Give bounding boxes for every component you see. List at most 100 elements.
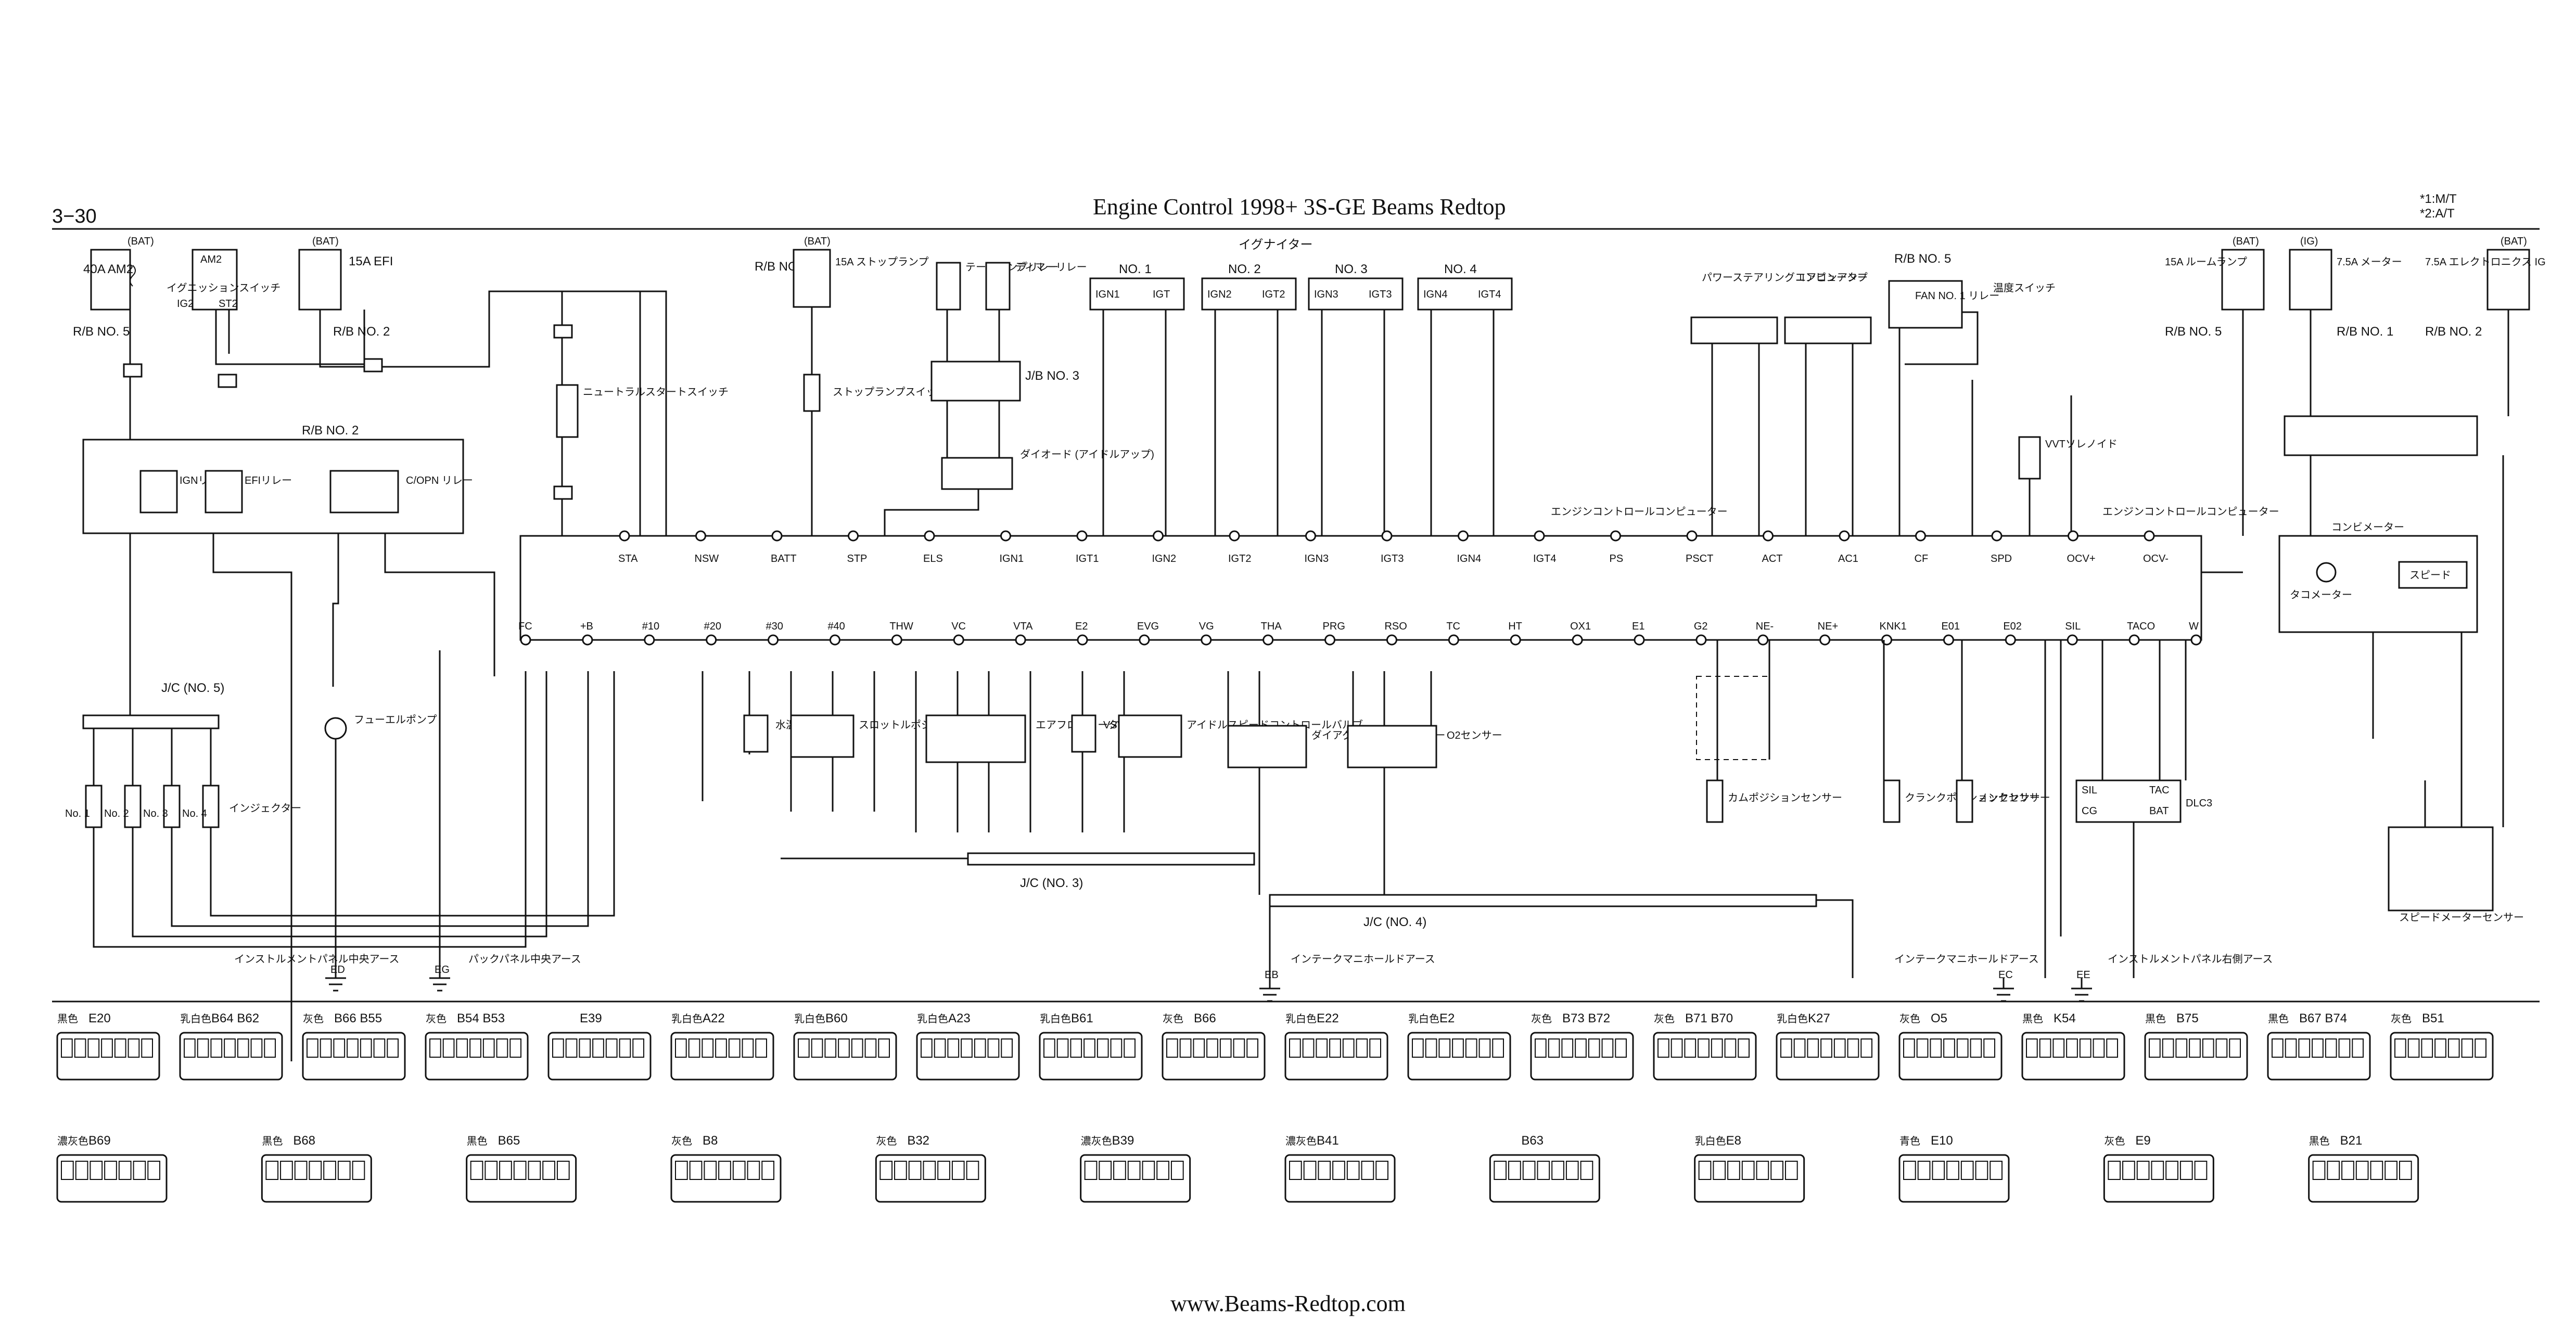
ecu-bottom-pin-label: THA: [1261, 621, 1282, 632]
am2-fuse-box: [90, 249, 131, 311]
connector-cavity: [2229, 1038, 2241, 1058]
ecu-bottom-pin-label: THW: [889, 621, 913, 632]
connector-cavity: [689, 1161, 703, 1180]
connector-id: B61: [1071, 1011, 1093, 1025]
ig-switch-term-st2: ST2: [219, 298, 238, 310]
ecu-top-pin: [1153, 530, 1164, 542]
connector-cavity: [1727, 1161, 1740, 1180]
connector-cavity: [373, 1038, 386, 1058]
connector-cavity: [619, 1038, 631, 1058]
wire-relay-out: [129, 533, 339, 1061]
connector-cavity: [2272, 1038, 2284, 1058]
ac-amp-box: [1784, 316, 1872, 344]
ecu-bottom-pin-label: E02: [2003, 621, 2022, 632]
connector-cavity: [1793, 1038, 1806, 1058]
connector-cavity: [264, 1038, 276, 1058]
connector-body: [670, 1032, 774, 1081]
connector-cavity: [1099, 1161, 1112, 1180]
connector-cavity: [184, 1038, 196, 1058]
connector-view: E39: [547, 1011, 652, 1081]
ground-eg-id: EG: [435, 964, 450, 976]
ecu-bottom-pin: [953, 634, 964, 646]
connector-cavity: [1833, 1038, 1846, 1058]
ecu-top-pin-label: ELS: [923, 553, 943, 564]
dlc3-label: DLC3: [2186, 798, 2212, 809]
injector-4: [202, 785, 220, 828]
ecu-top-pin-label: STA: [618, 553, 638, 564]
connector-cavity: [1233, 1038, 1245, 1058]
conn-ba1: [553, 324, 573, 339]
connector-cavity: [1316, 1038, 1328, 1058]
ground-eb-id: EB: [1265, 969, 1279, 981]
connector-cavity: [1960, 1161, 1974, 1180]
connector-id: B73 B72: [1562, 1011, 1610, 1025]
ecu-top-pin-label: IGN4: [1457, 553, 1482, 564]
connector-cavity: [280, 1161, 293, 1180]
igniter-2-pin-a: IGN2: [1207, 289, 1232, 300]
igniter-3-name: NO. 3: [1335, 262, 1368, 276]
connector-cavity: [1494, 1161, 1507, 1180]
connector-cavity: [2215, 1038, 2228, 1058]
ecu-bottom-pin-label: E01: [1941, 621, 1960, 632]
connector-color: 乳白色: [1777, 1013, 1808, 1025]
ecu-bottom-pin: [1757, 634, 1769, 646]
connector-cavity: [1756, 1161, 1769, 1180]
connector-cavity: [75, 1161, 88, 1180]
connector-cavity: [605, 1038, 618, 1058]
connector-cavity: [1713, 1161, 1726, 1180]
copn-relay-label: C/OPN リレー: [406, 475, 473, 486]
connector-color: 灰色: [2391, 1013, 2412, 1025]
connector-cavity: [2122, 1161, 2135, 1180]
connector-cavity: [1784, 1161, 1798, 1180]
ground-ec-label: インテークマニホールドアース: [1894, 953, 2039, 965]
jb3-right-block: [2284, 415, 2478, 456]
connector-cavity: [2285, 1038, 2297, 1058]
igniter-3: NO. 3 IGN3 IGT3: [1308, 262, 1404, 311]
tacho-label: タコメーター: [2290, 589, 2352, 601]
fuse-symbol: [130, 265, 136, 287]
bat-label-4: (BAT): [2233, 236, 2259, 247]
neutral-switch-label: ニュートラルスタートスイッチ: [583, 386, 729, 398]
sensor-section: 水温センサー スロットルポジションセンサー エアフローメーター VSV (パージ…: [702, 640, 2212, 978]
igniter-1-box: [1089, 277, 1185, 311]
ecu-top-pin-label: BATT: [771, 553, 797, 564]
ecu-top-pin: [1839, 530, 1850, 542]
ground-ee-label: インストルメントパネル右側アース: [2108, 953, 2273, 965]
ground-symbol: [2071, 978, 2092, 1002]
injector-1: [85, 785, 103, 828]
connector-cavity: [2421, 1038, 2433, 1058]
connector-cavity: [2026, 1038, 2038, 1058]
connector-cavity: [509, 1038, 521, 1058]
connector-cavity: [333, 1038, 346, 1058]
ground-eg-label: パックパネル中央アース: [468, 953, 581, 965]
connector-cavity: [951, 1161, 965, 1180]
connector-color: 青色: [1899, 1135, 1920, 1147]
connector-cavity: [715, 1038, 727, 1058]
ecu-top-pin: [771, 530, 783, 542]
ecu-top-pin: [1991, 530, 2003, 542]
fuel-pump-motor: [324, 717, 347, 740]
connector-cavity: [1096, 1038, 1109, 1058]
ecu-top-pin: [1534, 530, 1545, 542]
connector-body: [875, 1154, 986, 1203]
injector-4-label: No. 4: [182, 808, 207, 819]
connector-cavity: [513, 1161, 527, 1180]
injector-2: [124, 785, 142, 828]
ecu-top-pin-label: ACT: [1762, 553, 1783, 564]
igniter-1-name: NO. 1: [1119, 262, 1152, 276]
jc3-bar: [967, 852, 1255, 866]
connector-cavity: [675, 1038, 687, 1058]
connector-cavity: [811, 1038, 823, 1058]
connector-color: 乳白色: [1408, 1013, 1439, 1025]
ecu-bottom-pin: [1634, 634, 1645, 646]
ecu-top-pin: [1610, 530, 1621, 542]
connector-cavity: [688, 1038, 700, 1058]
connector-color: 濃灰色: [57, 1135, 88, 1147]
connector-cavity: [838, 1038, 850, 1058]
ecu-top-pin: [1763, 530, 1774, 542]
connector-cavity: [1465, 1038, 1477, 1058]
